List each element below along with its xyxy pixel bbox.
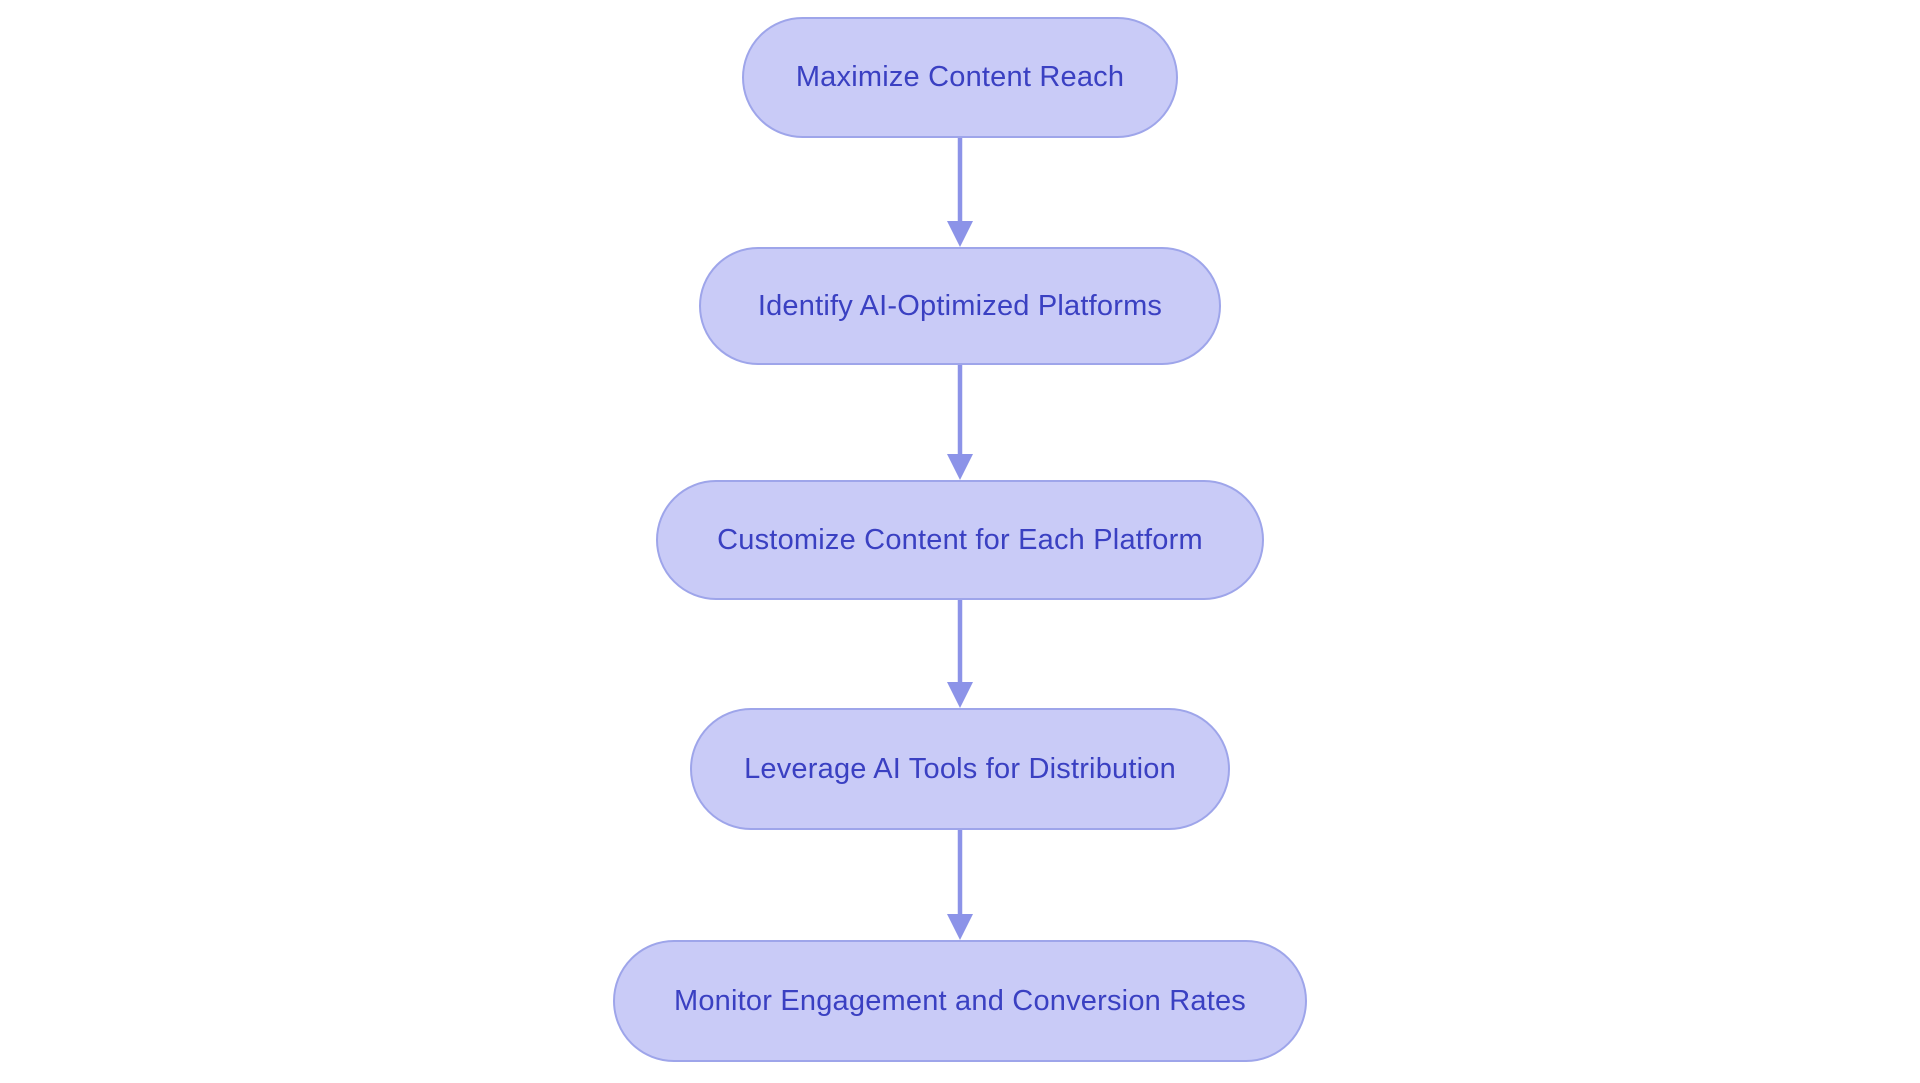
edge-arrow-2 [945,365,975,480]
flow-node-customize-content-for-each-platform: Customize Content for Each Platform [656,480,1264,600]
flow-node-leverage-ai-tools-for-distribution: Leverage AI Tools for Distribution [690,708,1230,830]
down-arrow-icon [947,830,973,940]
flow-node-label: Leverage AI Tools for Distribution [744,752,1176,785]
down-arrow-icon [947,600,973,708]
flow-node-label: Maximize Content Reach [795,61,1125,93]
flow-node-identify-ai-optimized-platforms: Identify AI-Optimized Platforms [699,247,1221,365]
flow-node-maximize-content-reach: Maximize Content Reach [742,17,1178,138]
edge-arrow-3 [945,600,975,708]
flow-node-label: Monitor Engagement and Conversion Rates [673,984,1246,1017]
flow-node-monitor-engagement-and-conversion-rates: Monitor Engagement and Conversion Rates [613,940,1307,1062]
flow-node-label: Identify AI-Optimized Platforms [757,289,1163,322]
edge-arrow-1 [945,138,975,247]
down-arrow-icon [947,138,973,247]
flow-node-label: Customize Content for Each Platform [717,523,1203,556]
edge-arrow-4 [945,830,975,940]
down-arrow-icon [947,365,973,480]
